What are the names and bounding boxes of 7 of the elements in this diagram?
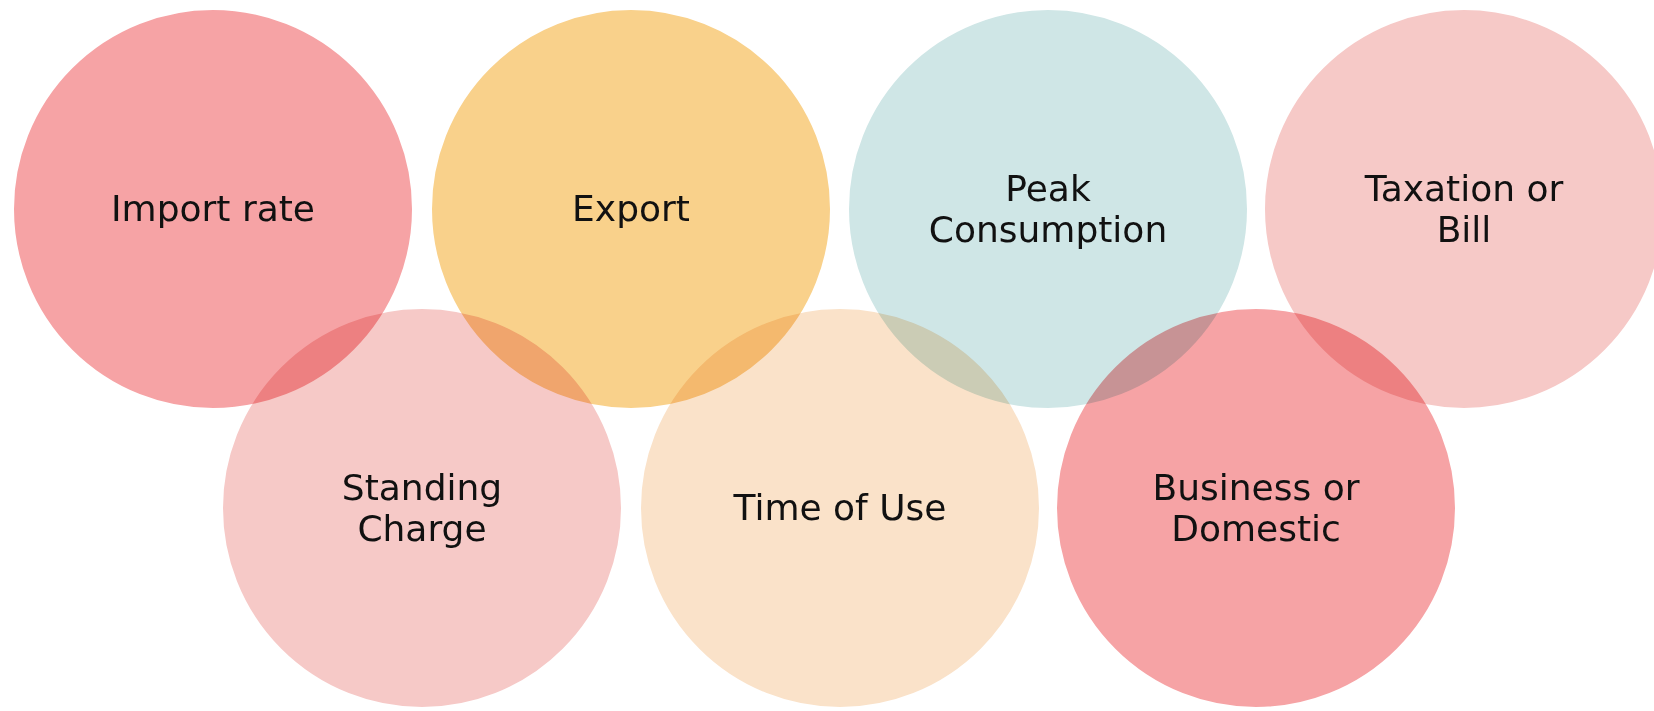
circle-label: Standing Charge [340, 466, 504, 550]
circle-label: Business or Domestic [1151, 466, 1361, 550]
circle-label: Taxation or Bill [1363, 167, 1565, 251]
circle-label: Time of Use [733, 487, 947, 529]
circle-label: Export [572, 188, 690, 230]
circle-label: Import rate [110, 188, 315, 230]
circle-label: Peak Consumption [927, 167, 1169, 251]
